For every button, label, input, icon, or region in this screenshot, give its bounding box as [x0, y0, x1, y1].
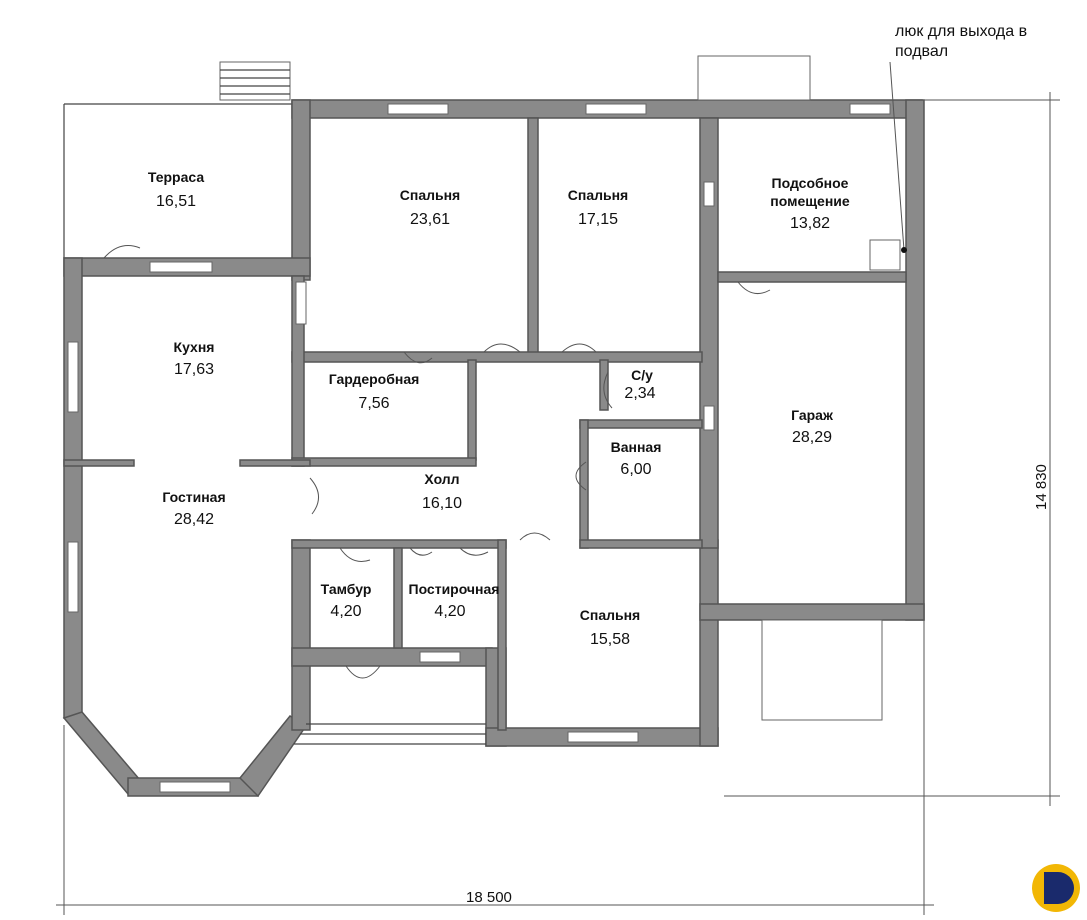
laundry-name: Постирочная [409, 581, 500, 597]
living-name: Гостиная [162, 489, 225, 505]
garage-area: 28,29 [792, 429, 832, 446]
bedroom2-area: 17,15 [578, 211, 618, 228]
porches [294, 55, 901, 745]
interior-walls [63, 117, 907, 731]
bedroom1-name: Спальня [400, 187, 460, 203]
windows [67, 103, 891, 793]
wc-area: 2,34 [624, 385, 655, 402]
bedroom1-area: 23,61 [410, 211, 450, 228]
kitchen-area: 17,63 [174, 361, 214, 378]
doors [103, 85, 781, 679]
bedroom3-area: 15,58 [590, 631, 630, 648]
basement-hatch-note-line1: люк для выхода в [895, 23, 1027, 40]
width-dimension: 18 500 [466, 889, 512, 906]
utility-name-line1: Подсобное [772, 175, 849, 191]
vestibule-name: Тамбур [321, 581, 372, 597]
wc-name: С/у [631, 367, 653, 383]
vestibule-area: 4,20 [330, 603, 361, 620]
terrace-outline [63, 61, 294, 258]
logo-mark [1032, 864, 1080, 912]
hall-name: Холл [424, 471, 459, 487]
bedroom3-name: Спальня [580, 607, 640, 623]
living-area: 28,42 [174, 511, 214, 528]
terrace-name: Терраса [148, 169, 204, 185]
utility-area: 13,82 [790, 215, 830, 232]
terrace-area: 16,51 [156, 193, 196, 210]
bedroom2-name: Спальня [568, 187, 628, 203]
bathroom-area: 6,00 [620, 461, 651, 478]
laundry-area: 4,20 [434, 603, 465, 620]
height-dimension: 14 830 [1033, 464, 1050, 510]
garage-name: Гараж [791, 407, 834, 423]
wardrobe-name: Гардеробная [329, 371, 420, 387]
dimension-lines [56, 61, 1060, 915]
bathroom-name: Ванная [611, 439, 662, 455]
hall-area: 16,10 [422, 495, 462, 512]
kitchen-name: Кухня [174, 339, 215, 355]
utility-name-line2: помещение [770, 193, 850, 209]
wardrobe-area: 7,56 [358, 395, 389, 412]
basement-hatch-note-line2: подвал [895, 43, 948, 60]
